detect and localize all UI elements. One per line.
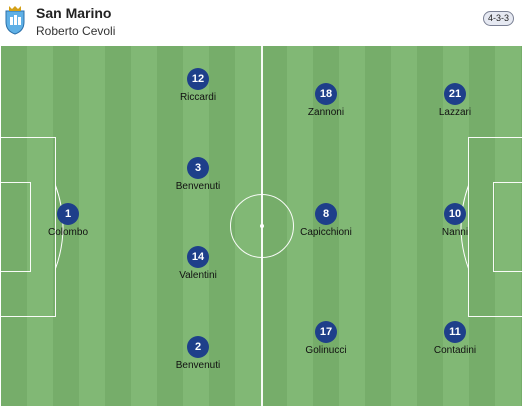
player-number: 17 [315,321,337,343]
player-name: Valentini [179,270,217,281]
player-zannoni[interactable]: 18 Zannoni [281,83,371,118]
center-spot [260,224,264,228]
pitch: 1 Colombo 12 Riccardi 3 Benvenuti 14 Val… [1,46,522,406]
player-number: 8 [315,203,337,225]
right-penalty-area [468,137,522,317]
player-name: Benvenuti [175,181,221,192]
player-lazzari[interactable]: 21 Lazzari [410,83,500,118]
left-penalty-area [1,137,56,317]
left-goal-area [1,182,31,272]
player-number: 21 [444,83,466,105]
player-number: 10 [444,203,466,225]
player-name: Colombo [47,227,89,238]
player-name: Capicchioni [300,227,352,238]
player-name: Lazzari [438,107,472,118]
formation-badge: 4-3-3 [482,11,514,26]
player-number: 18 [315,83,337,105]
player-number: 12 [187,68,209,90]
team-name[interactable]: San Marino [36,5,112,21]
player-number: 1 [57,203,79,225]
coach-name[interactable]: Roberto Cevoli [36,24,116,38]
player-name: Contadini [433,345,477,356]
player-riccardi[interactable]: 12 Riccardi [153,68,243,103]
player-name: Nanni [441,227,469,238]
player-colombo[interactable]: 1 Colombo [23,203,113,238]
player-golinucci[interactable]: 17 Golinucci [281,321,371,356]
center-circle [230,194,294,258]
san-marino-crest-icon [5,6,25,35]
player-name: Benvenuti [175,360,221,371]
player-number: 11 [444,321,466,343]
player-name: Golinucci [305,345,347,356]
player-valentini[interactable]: 14 Valentini [153,246,243,281]
right-penalty-arc [460,183,469,271]
player-capicchioni[interactable]: 8 Capicchioni [281,203,371,238]
player-contadini[interactable]: 11 Contadini [410,321,500,356]
player-benvenuti-2[interactable]: 2 Benvenuti [153,336,243,371]
player-name: Riccardi [179,92,217,103]
right-goal-area [493,182,522,272]
player-number: 3 [187,157,209,179]
player-nanni[interactable]: 10 Nanni [410,203,500,238]
left-penalty-arc [55,183,64,271]
player-number: 2 [187,336,209,358]
player-name: Zannoni [307,107,345,118]
player-number: 14 [187,246,209,268]
player-benvenuti-3[interactable]: 3 Benvenuti [153,157,243,192]
team-header: San Marino Roberto Cevoli 4-3-3 [0,0,522,46]
